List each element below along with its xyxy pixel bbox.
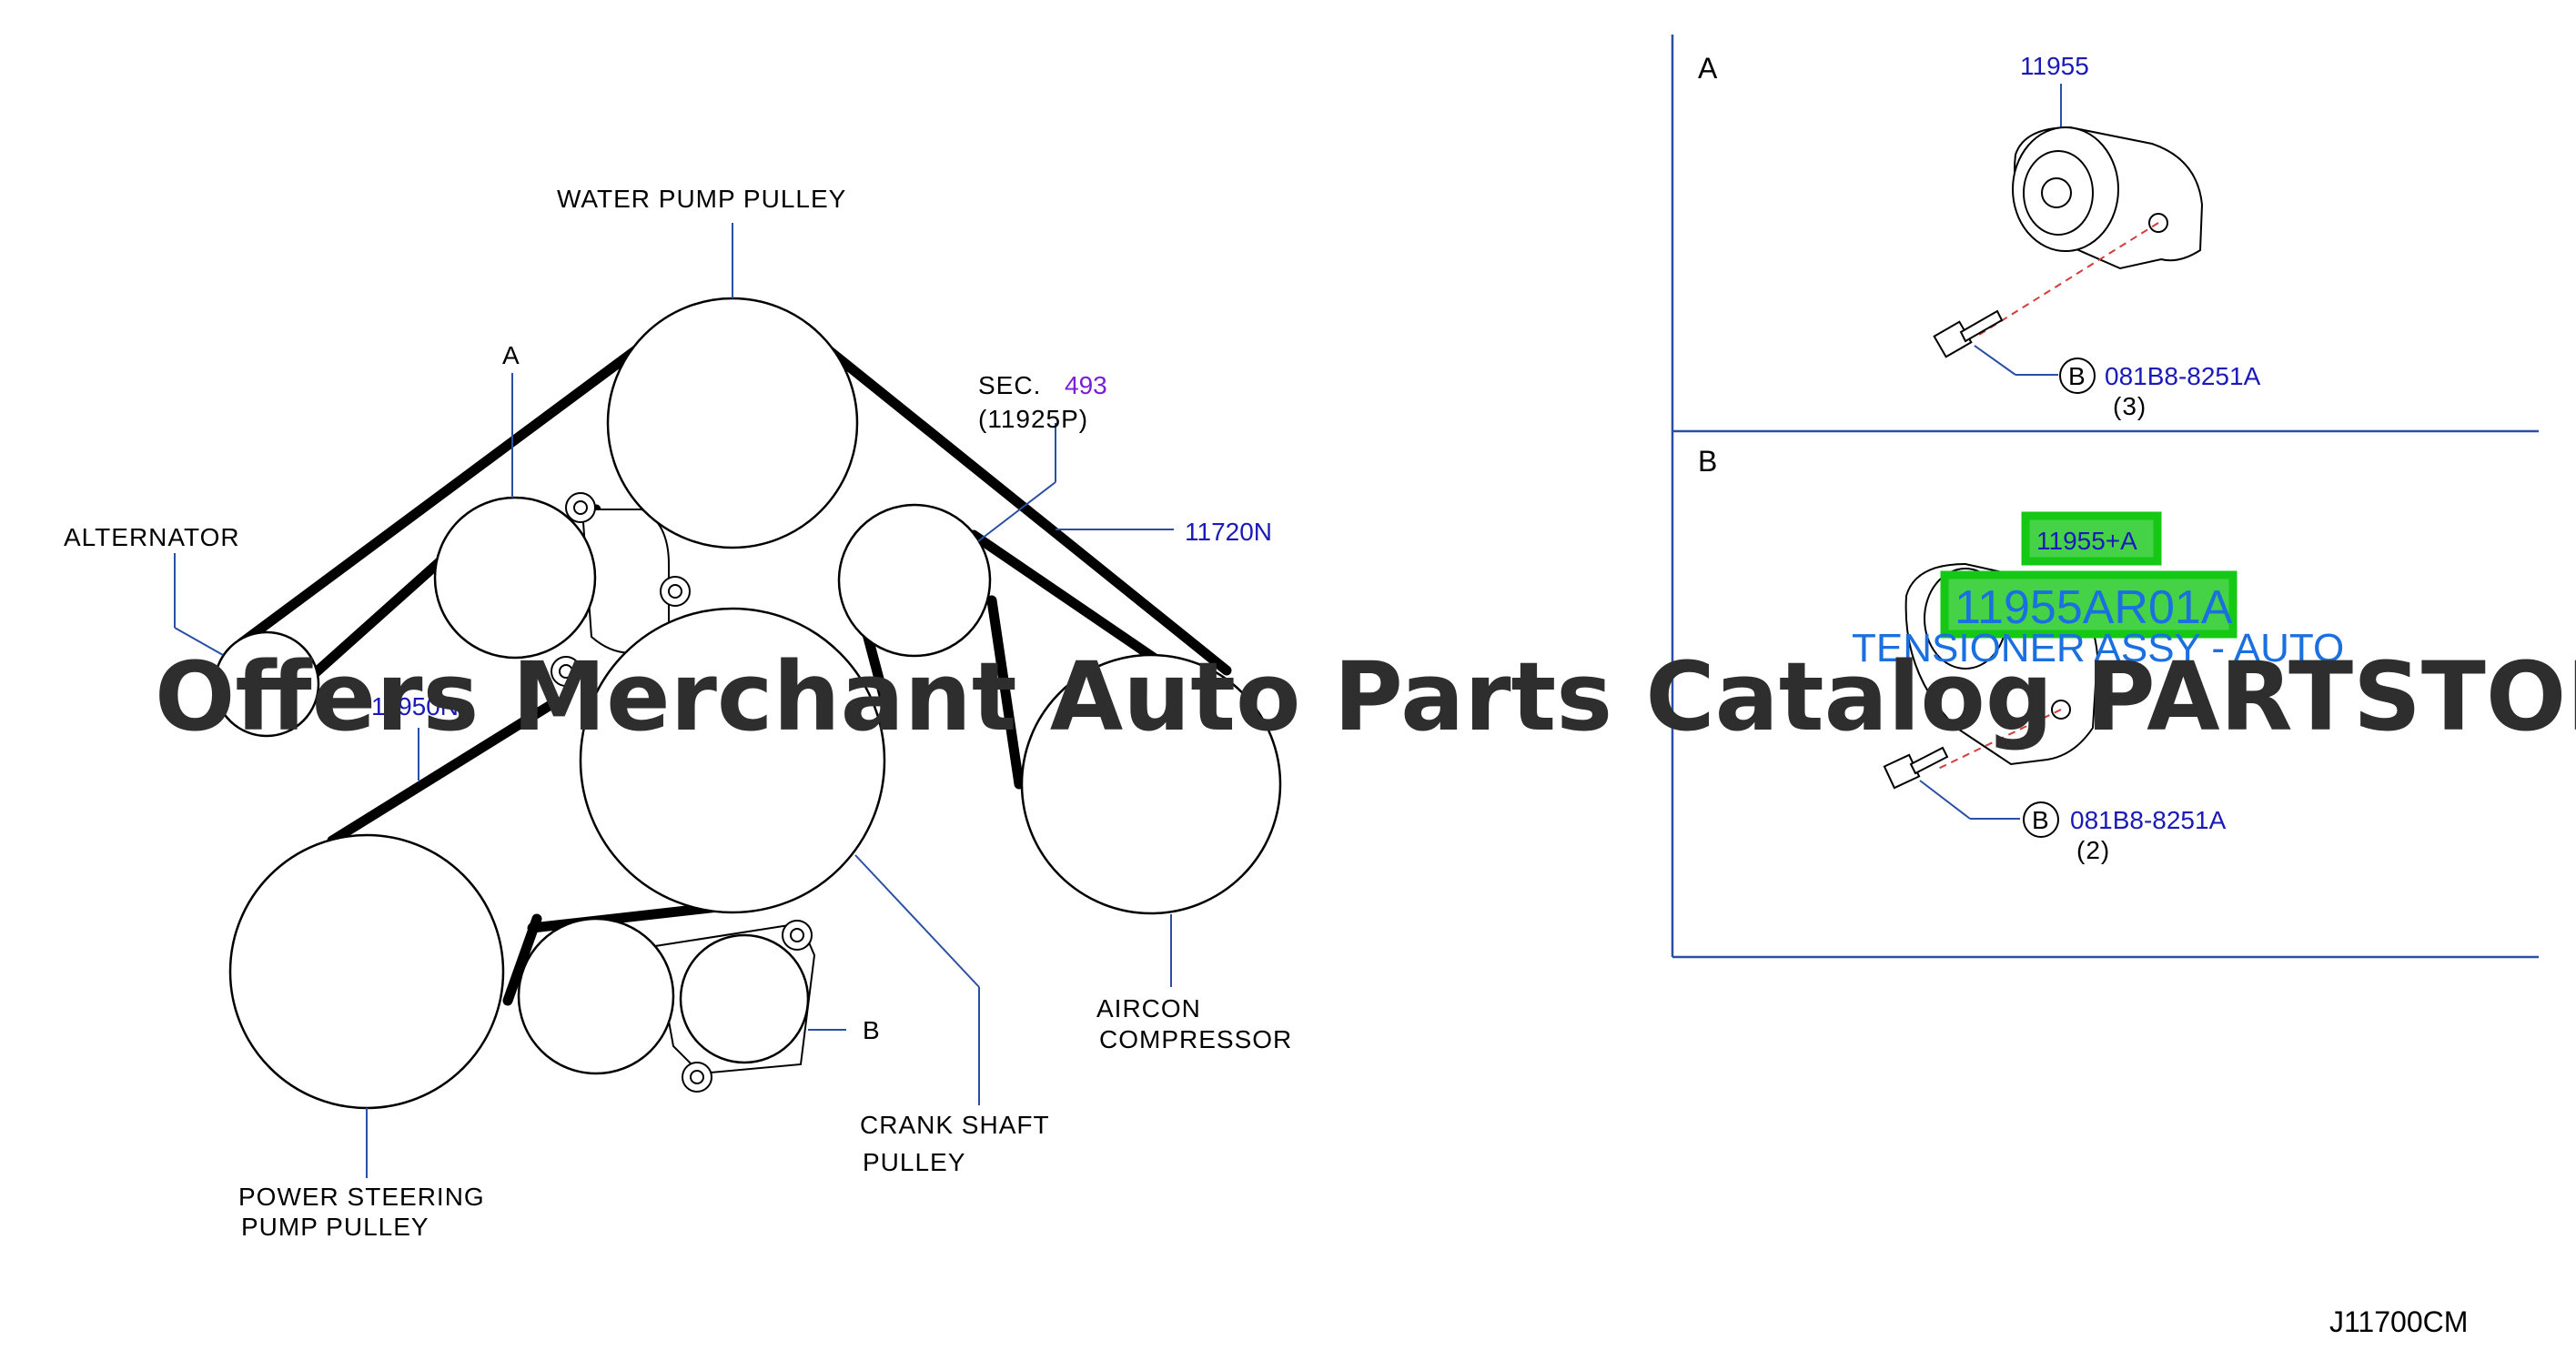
watermark-text: Offers Merchant Auto Parts Catalog PARTS… — [155, 641, 2576, 752]
highlight-ref-link[interactable]: 11955+A — [2036, 527, 2137, 555]
detail-a-bolt-part-link[interactable]: 081B8-8251A — [2105, 362, 2261, 390]
aircon-label-line1: AIRCON — [1096, 994, 1201, 1023]
power-steering-label-line1: POWER STEERING — [238, 1183, 485, 1211]
aircon-label-line2: COMPRESSOR — [1099, 1025, 1292, 1053]
diagram-code: J11700CM — [2329, 1305, 2468, 1338]
leader-lines — [174, 223, 1174, 1178]
water-pump-pulley-label: WATER PUMP PULLEY — [557, 185, 846, 213]
tensioner-a-illustration — [1933, 126, 2204, 358]
detail-b-bolt-part-link[interactable]: 081B8-8251A — [2070, 806, 2227, 834]
detail-b-bolt-qty: (2) — [2076, 836, 2110, 864]
detail-a-title: A — [1698, 52, 1718, 85]
sec-label: SEC. — [978, 371, 1041, 399]
detail-frames — [1671, 35, 2539, 959]
tensioner-pulley-b[interactable] — [679, 933, 810, 1064]
power-steering-label-line2: PUMP PULLEY — [241, 1213, 429, 1241]
belt-layout: WATER PUMP PULLEY A SEC. 493 (11925P) AL… — [64, 185, 1292, 1241]
tensioner-pulley-a[interactable] — [433, 496, 597, 660]
sec-number-link[interactable]: 493 — [1065, 371, 1107, 399]
detail-a-panel: A 11955 B 081B8-8251A (3) — [1698, 52, 2261, 420]
alternator-bracket — [551, 492, 691, 687]
alternator-label: ALTERNATOR — [64, 523, 240, 551]
detail-a-bolt-marker: B — [2068, 362, 2086, 390]
detail-b-bolt-marker-circle — [2023, 801, 2059, 838]
detail-a-bolt-qty: (3) — [2113, 392, 2147, 420]
aircon-compressor-pulley[interactable] — [1020, 653, 1282, 915]
idler-part-link[interactable]: 11950N — [371, 692, 459, 720]
detail-b-panel: B 11955+A 11955AR01A TENSIONER ASSY - AU… — [1698, 445, 2344, 864]
crank-shaft-pulley[interactable] — [579, 607, 886, 914]
detail-b-title: B — [1698, 445, 1717, 478]
lower-idler-pulley[interactable] — [517, 917, 675, 1075]
highlight-part-link[interactable]: 11955AR01A — [1955, 581, 2233, 634]
belt-part-link[interactable]: 11720N — [1185, 518, 1272, 546]
idler-pulley[interactable] — [837, 503, 992, 658]
detail-b-bolt-marker: B — [2032, 806, 2050, 834]
detail-a-part-link[interactable]: 11955 — [2020, 52, 2089, 80]
crank-shaft-label-line2: PULLEY — [863, 1148, 965, 1176]
part-description: TENSIONER ASSY - AUTO — [1852, 626, 2344, 670]
power-steering-pump-pulley[interactable] — [228, 833, 505, 1110]
water-pump-pulley[interactable] — [606, 297, 859, 549]
sec-ref-label: (11925P) — [978, 405, 1088, 433]
highlight-part-box — [1940, 570, 2238, 639]
marker-b-label: B — [863, 1016, 881, 1044]
detail-a-bolt-marker-circle — [2059, 358, 2096, 394]
marker-a-label: A — [502, 341, 520, 369]
crank-shaft-label-line1: CRANK SHAFT — [860, 1111, 1050, 1139]
highlight-ref-box — [2021, 511, 2162, 566]
alternator-pulley[interactable] — [213, 630, 320, 738]
